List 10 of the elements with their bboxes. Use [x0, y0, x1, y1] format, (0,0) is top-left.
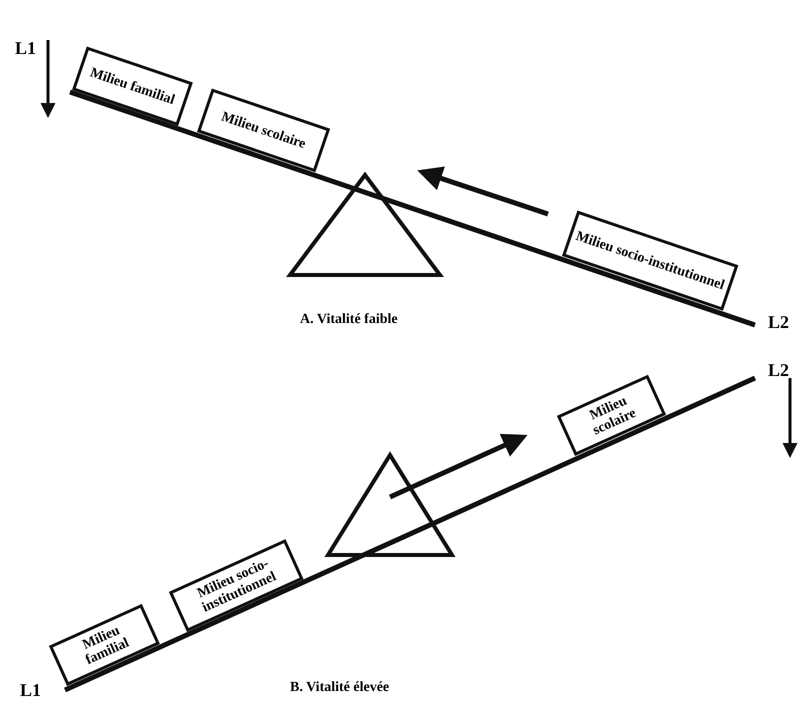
- caption: B. Vitalité élevée: [290, 680, 390, 696]
- force-label: L1: [20, 680, 42, 701]
- caption: A. Vitalité faible: [300, 312, 398, 328]
- force-label: L2: [768, 312, 790, 333]
- environment-box: Milieu familial: [72, 46, 193, 126]
- fulcrum-triangle: [286, 172, 444, 277]
- fulcrum-triangle: [324, 451, 456, 557]
- force-label: L1: [15, 38, 36, 59]
- environment-box: Milieu scolaire: [196, 88, 330, 172]
- force-label: L2: [768, 360, 790, 381]
